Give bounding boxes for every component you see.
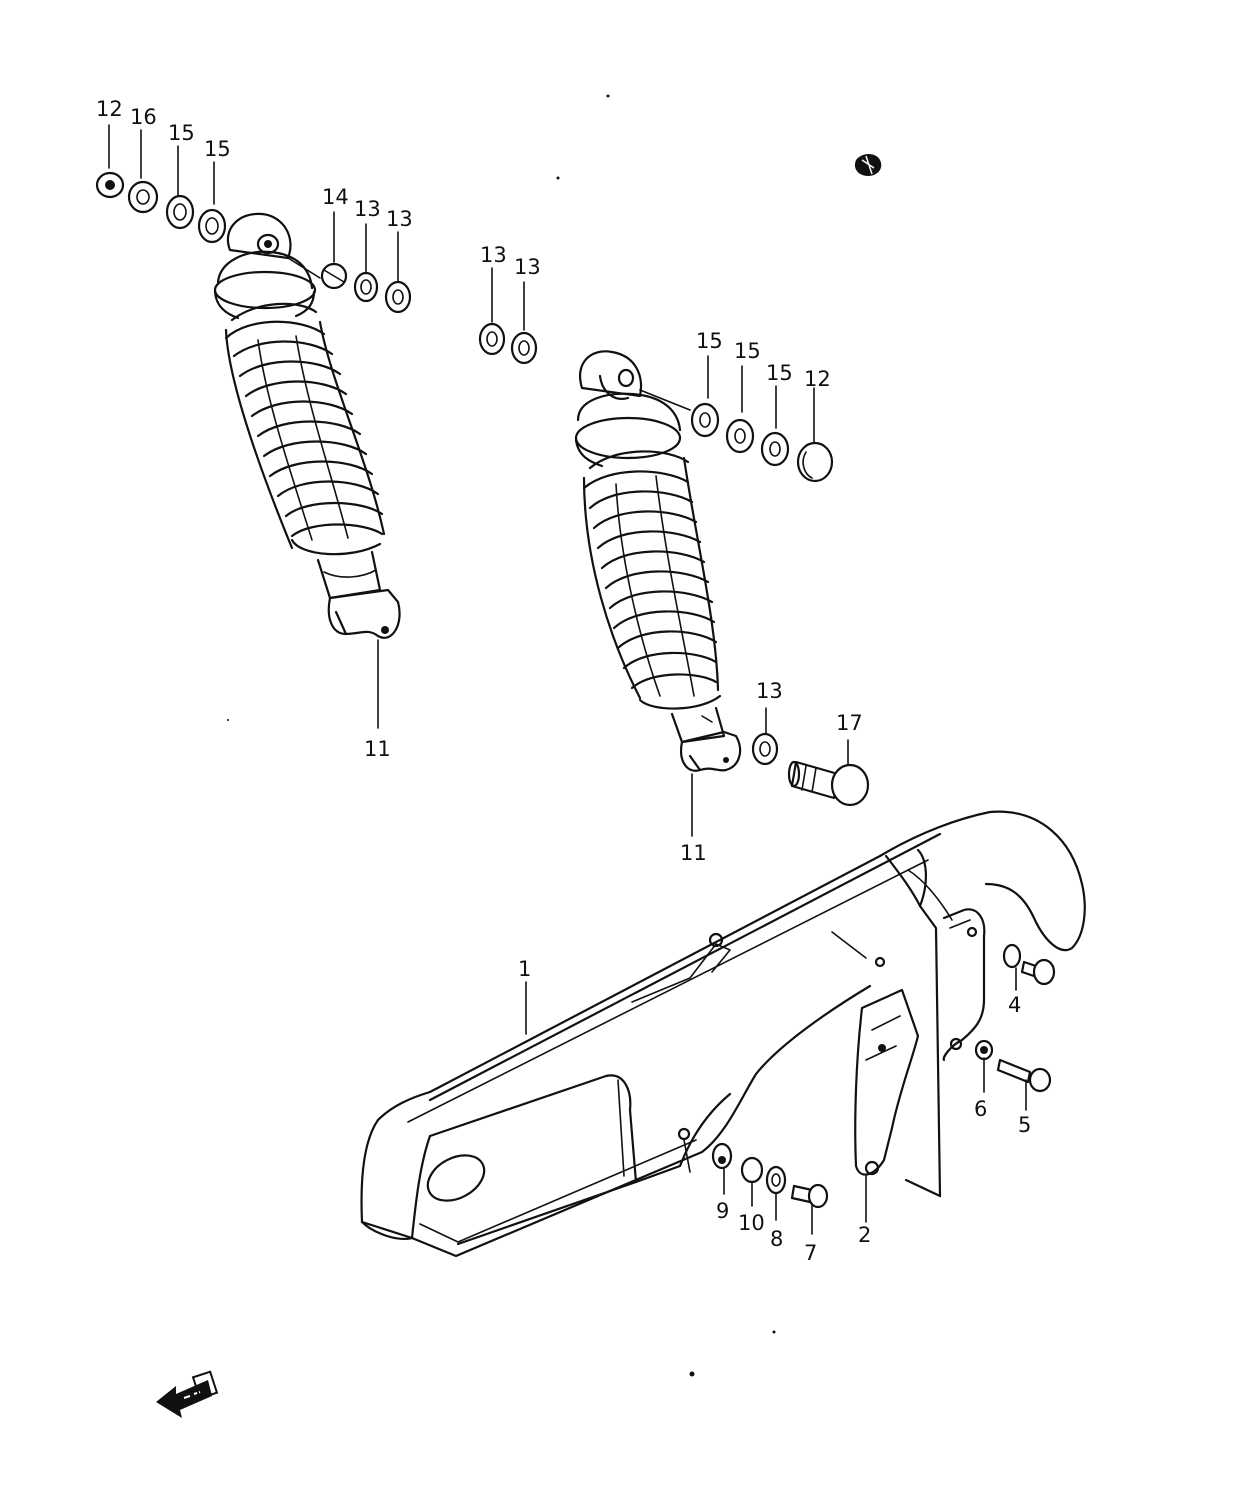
callout-11-left: 11 [364,737,391,761]
callout-9: 9 [716,1199,729,1223]
callout-12-left: 12 [96,97,123,121]
callout-2: 2 [858,1223,871,1247]
callout-labels: 12 16 15 15 14 13 13 13 13 11 15 15 15 1… [96,97,1031,1265]
screw-4 [1002,943,1056,991]
left-shock-side-hardware [287,211,412,314]
front-arrow-icon [156,1370,219,1418]
callout-13-left-b: 13 [386,207,413,231]
callout-12-right: 12 [804,367,831,391]
callout-11-right: 11 [680,841,707,865]
callout-15-right-b: 15 [734,339,761,363]
right-shock-absorber [574,350,742,837]
callout-13-left-a: 13 [354,197,381,221]
stamp-mark-icon [854,154,882,176]
callout-1: 1 [518,957,531,981]
callout-13-mid-b: 13 [514,255,541,279]
callout-13-lower: 13 [756,679,783,703]
lower-bolt-assembly [751,707,870,807]
callout-4: 4 [1008,993,1021,1017]
chain-case [360,810,1086,1258]
callout-10: 10 [738,1211,765,1235]
right-shock-top-hardware [690,355,834,483]
callout-15-left-a: 15 [168,121,195,145]
bracket [854,988,920,1223]
callout-15-right-c: 15 [766,361,793,385]
callout-17: 17 [836,711,863,735]
middle-washers [478,267,538,365]
callout-7: 7 [804,1241,817,1265]
callout-15-right-a: 15 [696,329,723,353]
left-shock-absorber [213,212,401,729]
callout-8: 8 [770,1227,783,1251]
scan-specks [227,94,776,1377]
callout-6: 6 [974,1097,987,1121]
callout-15-left-b: 15 [204,137,231,161]
callout-5: 5 [1018,1113,1031,1137]
nut-6-bolt-5 [974,1039,1052,1111]
callout-14: 14 [322,185,349,209]
callout-13-mid-a: 13 [480,243,507,267]
lower-fastener-set [711,1142,829,1235]
left-shock-top-hardware [95,124,227,244]
callout-16: 16 [130,105,157,129]
